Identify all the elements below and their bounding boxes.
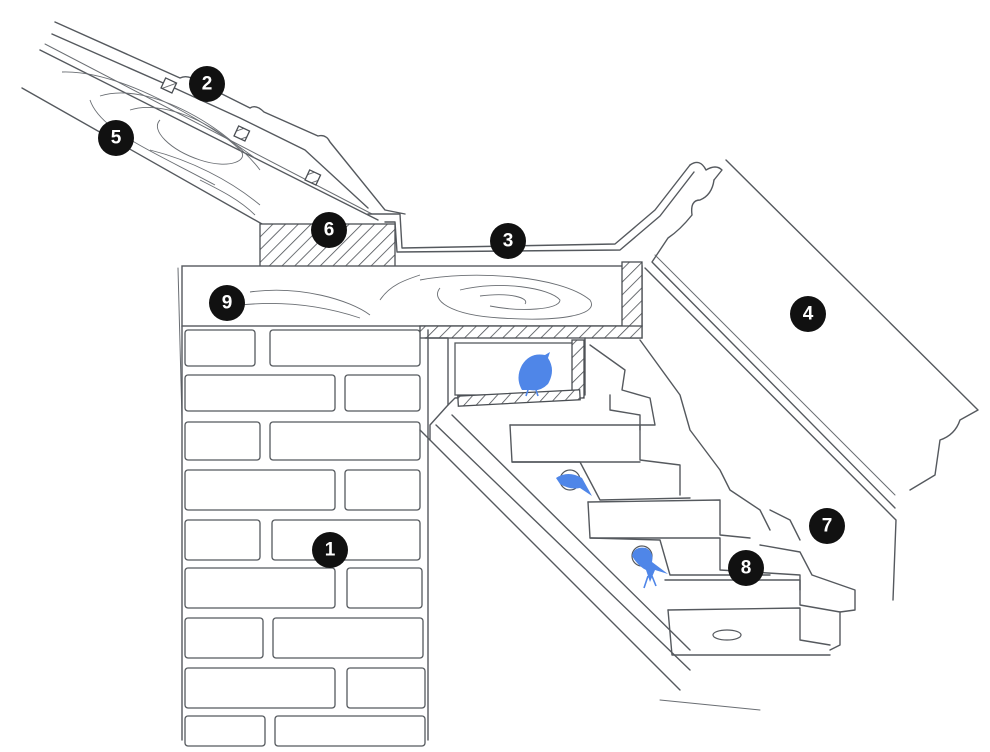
- callout-1: 1: [312, 532, 348, 568]
- tie-beam: [177, 265, 643, 421]
- fascia-board: [644, 159, 979, 601]
- soffit: [419, 337, 856, 711]
- callout-9: 9: [209, 285, 245, 321]
- gutter: [367, 161, 723, 253]
- svg-text:9: 9: [222, 293, 233, 314]
- callout-8: 8: [728, 550, 764, 586]
- ceiling-joist: [419, 325, 643, 339]
- svg-text:8: 8: [741, 558, 752, 579]
- svg-text:3: 3: [503, 231, 514, 252]
- tile-battens: [160, 77, 322, 186]
- roof-slope: [21, 21, 406, 225]
- callout-6: 6: [311, 212, 347, 248]
- rafter-wood-grain: [61, 71, 261, 216]
- callout-4: 4: [790, 296, 826, 332]
- callout-7: 7: [809, 508, 845, 544]
- bird-icon: [556, 469, 592, 496]
- svg-text:7: 7: [822, 516, 833, 537]
- svg-text:6: 6: [324, 220, 335, 241]
- bird-icon: [631, 545, 668, 589]
- callout-3: 3: [490, 223, 526, 259]
- svg-text:1: 1: [325, 540, 336, 561]
- svg-text:2: 2: [202, 74, 213, 95]
- bird-icon: [518, 352, 552, 397]
- svg-text:4: 4: [803, 304, 814, 325]
- brick-wall: [181, 325, 429, 747]
- callout-5: 5: [98, 120, 134, 156]
- callout-2: 2: [189, 66, 225, 102]
- svg-text:5: 5: [111, 128, 122, 149]
